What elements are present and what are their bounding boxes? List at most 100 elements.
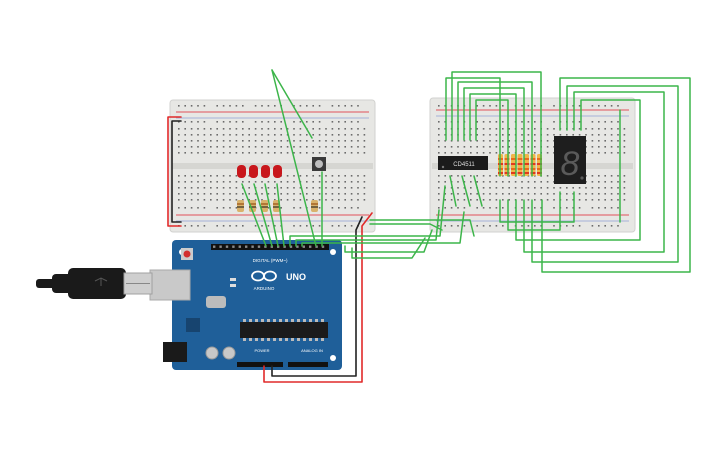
breadboard-hole	[203, 140, 206, 142]
breadboard-hole	[293, 121, 295, 123]
signal-wire-green[interactable]	[289, 185, 446, 247]
breadboard-left[interactable]	[169, 99, 376, 233]
breadboard-hole	[534, 187, 536, 189]
led[interactable]	[261, 165, 270, 178]
power-jack[interactable]	[163, 342, 187, 362]
signal-wire-green[interactable]	[241, 183, 267, 247]
breadboard-hole	[229, 105, 231, 107]
breadboard-hole	[293, 152, 295, 154]
header-pin[interactable]	[213, 245, 216, 248]
breadboard-hole	[623, 128, 626, 130]
breadboard-hole	[344, 140, 346, 142]
signal-wire-green[interactable]	[276, 183, 285, 247]
signal-wire-green[interactable]	[523, 91, 665, 253]
resistor[interactable]	[517, 154, 523, 176]
signal-wire-green[interactable]	[449, 175, 457, 207]
header-pin[interactable]	[315, 245, 318, 248]
signal-wire-green[interactable]	[271, 69, 313, 139]
ground-wire-black[interactable]	[171, 120, 182, 223]
signal-wire-green[interactable]	[344, 229, 433, 253]
signal-wire-green[interactable]	[369, 223, 443, 231]
signal-wire-green[interactable]	[295, 209, 440, 247]
breadboard-hole	[482, 140, 485, 142]
signal-wire-green[interactable]	[461, 175, 471, 207]
ground-wire-black[interactable]	[271, 216, 363, 377]
breadboard-hole	[350, 207, 353, 209]
breadboard-hole	[293, 181, 295, 183]
usb-cable-icon[interactable]	[36, 268, 153, 299]
resistor[interactable]	[311, 200, 318, 212]
breadboard-hole	[274, 121, 276, 123]
signal-wire-green[interactable]	[507, 191, 561, 231]
header-pin[interactable]	[283, 245, 286, 248]
digital-header[interactable]	[211, 244, 329, 250]
breadboard-hole	[566, 134, 568, 136]
arduino-uno-board[interactable]: DIGITAL (PWM~) UNO ARDUINO POWE	[149, 240, 342, 370]
resistor[interactable]	[511, 154, 516, 176]
usb-port[interactable]	[149, 269, 191, 301]
breadboard-hole	[222, 105, 225, 107]
signal-wire-green[interactable]	[475, 99, 509, 177]
signal-wire-green[interactable]	[301, 211, 465, 247]
push-button-icon[interactable]	[312, 157, 326, 171]
breadboard-hole	[254, 193, 257, 195]
header-pin[interactable]	[321, 245, 325, 248]
signal-wire-green[interactable]	[351, 237, 426, 259]
breadboard-hole	[502, 140, 504, 142]
power-wire-red[interactable]	[167, 116, 182, 227]
breadboard-hole	[450, 152, 453, 154]
breadboard-hole	[318, 181, 321, 183]
signal-wire-green[interactable]	[469, 93, 517, 177]
led[interactable]	[273, 165, 282, 178]
signal-wire-green[interactable]	[445, 77, 501, 177]
header-pin[interactable]	[251, 245, 254, 248]
signal-wire-green[interactable]	[369, 219, 475, 237]
signal-wire-green[interactable]	[515, 99, 641, 241]
led[interactable]	[237, 165, 246, 178]
header-pin[interactable]	[264, 245, 267, 248]
breadboard-hole	[598, 121, 600, 123]
breadboard-hole	[450, 193, 453, 195]
breadboard-hole	[357, 146, 359, 148]
signal-wire-green[interactable]	[463, 87, 525, 177]
breadboard-hole	[222, 199, 225, 201]
signal-wire-green[interactable]	[457, 81, 533, 177]
breadboard-hole	[463, 152, 466, 154]
header-pin[interactable]	[238, 245, 241, 248]
power-header[interactable]	[237, 362, 283, 367]
signal-wire-green[interactable]	[541, 77, 691, 273]
signal-wire-green[interactable]	[253, 183, 273, 247]
breadboard-hole	[299, 128, 302, 130]
signal-wire-green[interactable]	[499, 191, 575, 223]
seven-segment-display[interactable]: 8	[554, 136, 586, 184]
header-pin[interactable]	[245, 245, 248, 248]
cd4511-ic[interactable]: CD4511	[438, 156, 488, 170]
breadboard-hole	[572, 121, 574, 123]
signal-wire-green[interactable]	[451, 71, 542, 177]
breadboard-hole	[229, 134, 231, 136]
header-pin[interactable]	[309, 245, 312, 248]
breadboard-hole	[527, 134, 530, 136]
header-pin[interactable]	[232, 245, 235, 248]
chip-pin	[291, 319, 294, 322]
header-pin[interactable]	[257, 245, 261, 248]
led[interactable]	[249, 165, 258, 178]
resistor[interactable]	[261, 200, 268, 212]
breadboard-hole	[553, 128, 555, 130]
header-pin[interactable]	[225, 245, 229, 248]
breadboard-hole	[306, 181, 308, 183]
resistor[interactable]	[524, 154, 529, 176]
header-pin[interactable]	[302, 245, 305, 248]
power-wire-red[interactable]	[263, 212, 373, 383]
header-pin[interactable]	[296, 245, 299, 248]
breadboard-hole	[248, 175, 250, 177]
signal-wire-green[interactable]	[271, 69, 317, 247]
resistor[interactable]	[237, 200, 244, 212]
breadboard-hole	[578, 134, 581, 136]
analog-header[interactable]	[288, 362, 328, 367]
header-pin[interactable]	[219, 245, 222, 248]
breadboard-hole	[318, 121, 321, 123]
header-pin[interactable]	[289, 245, 293, 248]
signal-wire-green[interactable]	[264, 183, 279, 247]
signal-wire-green[interactable]	[473, 175, 483, 207]
